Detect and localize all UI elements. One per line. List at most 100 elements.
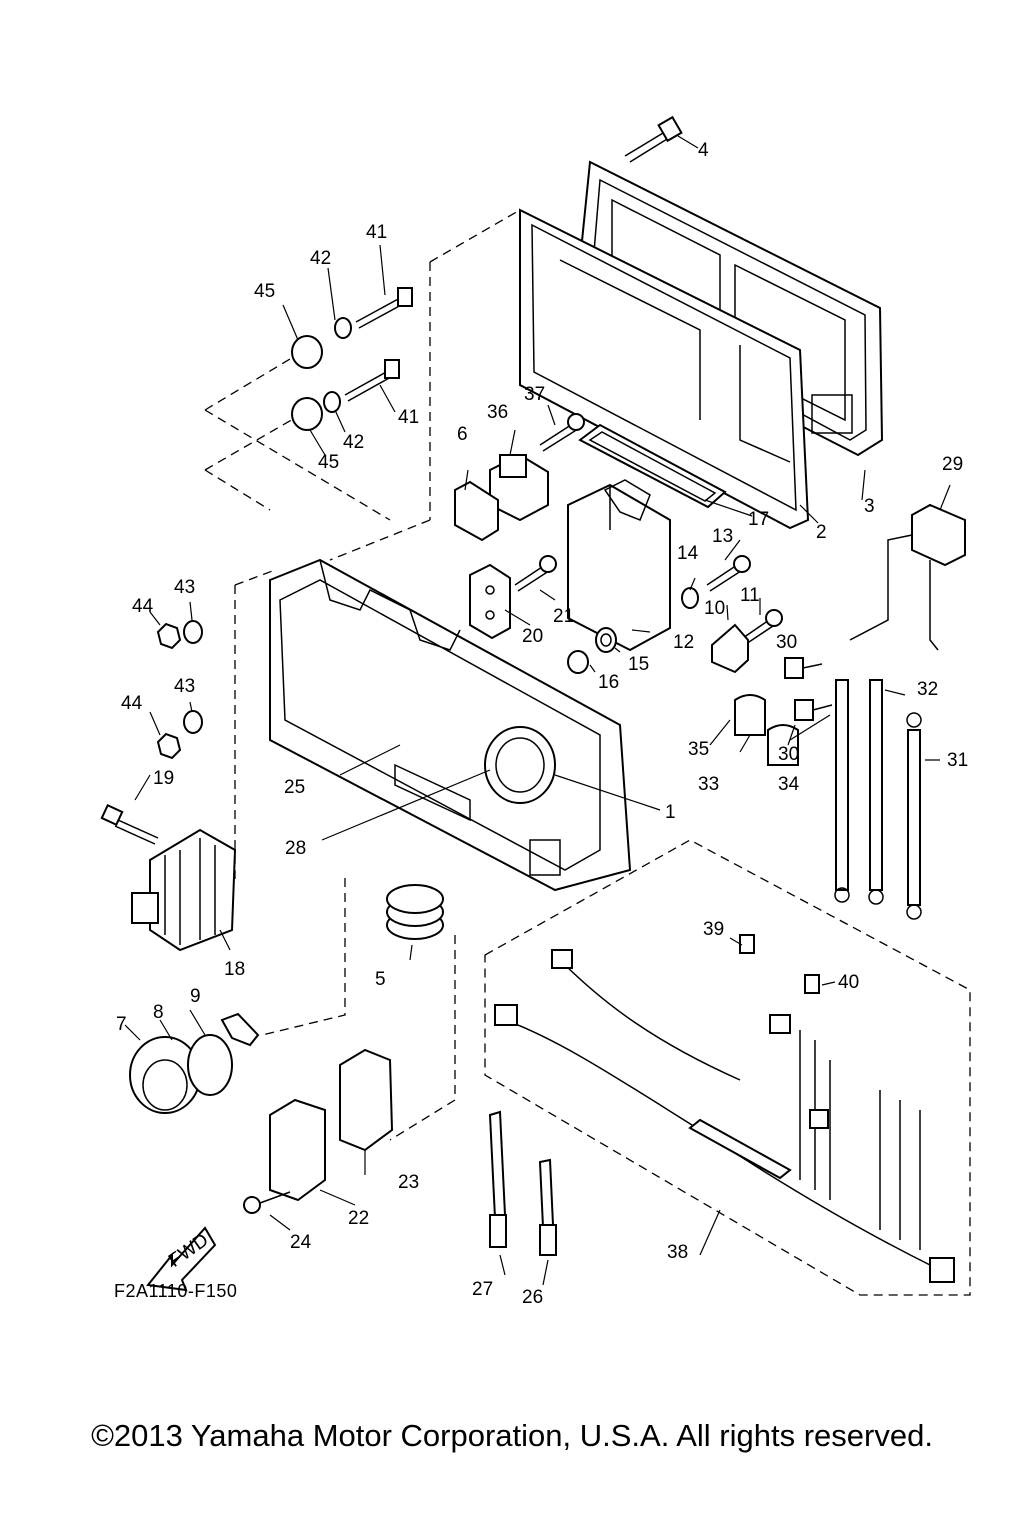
callout-45a: 45 bbox=[254, 281, 275, 302]
callout-37: 37 bbox=[524, 384, 545, 405]
callout-13: 13 bbox=[712, 526, 733, 547]
bracket-20 bbox=[469, 563, 511, 640]
callout-42a: 42 bbox=[310, 248, 331, 269]
callout-9: 9 bbox=[190, 986, 201, 1007]
callout-39: 39 bbox=[703, 919, 724, 940]
washer-43-upper bbox=[183, 620, 203, 644]
bolt-41-upper bbox=[355, 287, 413, 329]
screw-21 bbox=[514, 555, 557, 592]
washer-42-upper bbox=[334, 317, 352, 339]
copyright-notice: ©2013 Yamaha Motor Corporation, U.S.A. A… bbox=[91, 1418, 933, 1453]
collar-16 bbox=[567, 650, 589, 674]
electrical-box-1 bbox=[269, 558, 632, 892]
screw-24 bbox=[243, 1191, 291, 1214]
cable-tie-27 bbox=[488, 1110, 507, 1248]
callout-4: 4 bbox=[698, 140, 709, 161]
assembly-line-d bbox=[261, 878, 456, 1141]
cap-35 bbox=[734, 694, 766, 736]
callout-6: 6 bbox=[457, 424, 468, 445]
screw-4 bbox=[624, 115, 699, 163]
bracket-10 bbox=[711, 623, 749, 674]
cap-33 bbox=[767, 724, 799, 766]
wire-harness-38 bbox=[494, 949, 955, 1283]
callout-44a: 44 bbox=[132, 596, 154, 617]
callout-22: 22 bbox=[348, 1208, 369, 1229]
diagram-code: F2A1110-F150 bbox=[114, 1281, 238, 1301]
battery-cable-31 bbox=[906, 712, 922, 920]
bolt-19 bbox=[100, 803, 159, 845]
callout-44b: 44 bbox=[121, 693, 143, 714]
callout-30b: 30 bbox=[778, 744, 799, 765]
battery-cable-34 bbox=[834, 679, 850, 903]
callout-41a: 41 bbox=[366, 222, 387, 243]
callout-32: 32 bbox=[917, 679, 938, 700]
washer-43-lower bbox=[183, 710, 203, 734]
callout-11: 11 bbox=[740, 585, 760, 606]
nut-44-upper bbox=[156, 622, 182, 650]
callout-38: 38 bbox=[667, 1242, 688, 1263]
callout-24: 24 bbox=[290, 1232, 312, 1253]
washer-42-lower bbox=[323, 391, 341, 413]
harness-boundary bbox=[484, 839, 971, 1296]
callout-26: 26 bbox=[522, 1287, 543, 1308]
plate-22 bbox=[269, 1098, 326, 1202]
callout-23: 23 bbox=[398, 1172, 419, 1193]
bolt-41-lower bbox=[344, 359, 400, 402]
callout-34: 34 bbox=[778, 774, 800, 795]
callout-14: 14 bbox=[677, 543, 699, 564]
callout-31: 31 bbox=[947, 750, 968, 771]
callout-2: 2 bbox=[816, 522, 827, 543]
callout-10: 10 bbox=[704, 598, 725, 619]
leader-lines bbox=[124, 244, 951, 1286]
callout-36: 36 bbox=[487, 402, 508, 423]
callout-30a: 30 bbox=[776, 632, 797, 653]
bolt-30-lower bbox=[794, 699, 833, 721]
assembly-line-a bbox=[329, 209, 521, 561]
gasket-8 bbox=[187, 1034, 233, 1096]
callout-20: 20 bbox=[522, 626, 543, 647]
ecm-12 bbox=[567, 479, 671, 652]
spacer-45-upper bbox=[291, 335, 323, 369]
callout-labels: 1 2 3 4 5 6 7 8 9 10 11 12 13 14 15 16 1… bbox=[116, 140, 968, 1308]
callout-21: 21 bbox=[553, 606, 574, 627]
connector-cap-40 bbox=[804, 974, 820, 994]
gasket-2 bbox=[519, 208, 810, 530]
callout-29: 29 bbox=[942, 454, 963, 475]
callout-3: 3 bbox=[864, 496, 875, 517]
callout-17: 17 bbox=[748, 509, 769, 530]
bolt-30-upper bbox=[784, 657, 823, 679]
washer-14 bbox=[681, 587, 699, 609]
clip-9 bbox=[220, 1012, 260, 1047]
screw-37 bbox=[539, 413, 585, 452]
callout-15: 15 bbox=[628, 654, 649, 675]
callout-42b: 42 bbox=[343, 432, 364, 453]
callout-27: 27 bbox=[472, 1279, 493, 1300]
starter-relay-29 bbox=[849, 503, 966, 651]
callout-40: 40 bbox=[838, 972, 859, 993]
callout-16: 16 bbox=[598, 672, 619, 693]
screw-13 bbox=[706, 555, 751, 592]
callout-45b: 45 bbox=[318, 452, 339, 473]
damper-5 bbox=[386, 884, 444, 940]
plate-23 bbox=[339, 1048, 394, 1152]
battery-cable-32 bbox=[868, 679, 884, 905]
callout-19: 19 bbox=[153, 768, 174, 789]
callout-28: 28 bbox=[285, 838, 306, 859]
strap-17 bbox=[578, 423, 727, 509]
assembly-line-c bbox=[234, 569, 276, 880]
callout-8: 8 bbox=[153, 1002, 164, 1023]
callout-43a: 43 bbox=[174, 577, 195, 598]
callout-1: 1 bbox=[665, 802, 676, 823]
callout-5: 5 bbox=[375, 969, 386, 990]
cable-tie-26 bbox=[538, 1158, 557, 1256]
callout-25: 25 bbox=[284, 777, 305, 798]
callout-35: 35 bbox=[688, 739, 709, 760]
relay-36 bbox=[489, 453, 549, 522]
spacer-45-lower bbox=[291, 397, 323, 431]
grommet-15 bbox=[595, 627, 617, 653]
assembly-line-b bbox=[204, 349, 391, 521]
callout-41b: 41 bbox=[398, 407, 419, 428]
callout-18: 18 bbox=[224, 959, 245, 980]
connector-cap-39 bbox=[739, 934, 755, 954]
